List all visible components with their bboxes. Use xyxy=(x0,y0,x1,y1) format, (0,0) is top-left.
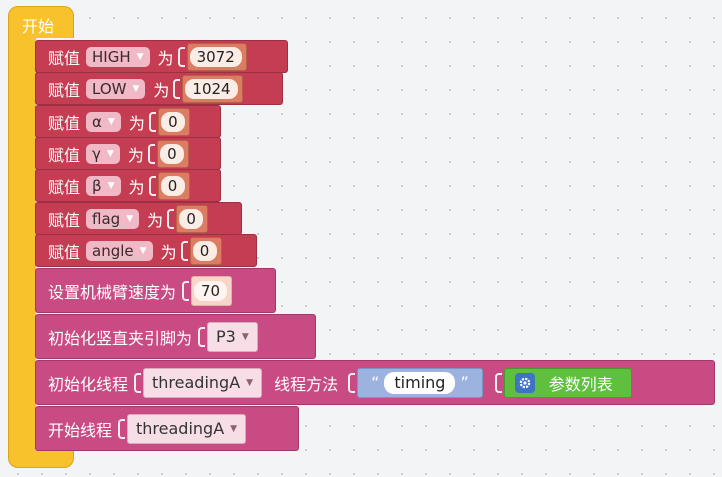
chevron-down-icon: ▼ xyxy=(107,180,115,191)
variable-dropdown-beta[interactable]: β▼ xyxy=(86,175,121,196)
chevron-down-icon: ▼ xyxy=(246,377,254,388)
assign-keyword: 赋值 xyxy=(48,210,81,230)
number-block[interactable]: 1024 xyxy=(182,74,243,103)
assign-op: 为 xyxy=(153,80,170,100)
variable-dropdown-flag[interactable]: flag▼ xyxy=(86,208,140,229)
thread-start-dropdown[interactable]: threadingA▼ xyxy=(127,413,247,444)
input-socket-icon xyxy=(134,372,142,393)
thread-start-label: 开始线程 xyxy=(48,420,113,440)
assign-block-angle[interactable]: 赋值 angle▼ 为 0 xyxy=(35,234,257,267)
chevron-down-icon: ▼ xyxy=(132,83,140,94)
number-block[interactable]: 0 xyxy=(157,171,190,200)
assign-op: 为 xyxy=(128,113,145,133)
param-list-label: 参数列表 xyxy=(548,374,613,394)
number-field-flag[interactable]: 0 xyxy=(179,208,204,229)
open-quote-icon: “ xyxy=(371,373,380,392)
arm-speed-block[interactable]: 设置机械臂速度为 70 xyxy=(35,268,276,313)
number-field-low[interactable]: 1024 xyxy=(185,78,238,99)
thread-init-label: 初始化线程 xyxy=(48,374,129,394)
number-field-alpha[interactable]: 0 xyxy=(160,111,185,132)
assign-op: 为 xyxy=(157,48,174,68)
start-label: 开始 xyxy=(22,17,55,36)
input-socket-icon xyxy=(173,78,181,99)
chevron-down-icon: ▼ xyxy=(139,245,147,256)
number-block[interactable]: 70 xyxy=(191,275,233,306)
number-block[interactable]: 0 xyxy=(156,139,189,168)
chevron-down-icon: ▼ xyxy=(136,51,144,62)
variable-dropdown-angle[interactable]: angle▼ xyxy=(86,240,153,261)
input-socket-icon xyxy=(494,372,502,393)
assign-op: 为 xyxy=(127,145,144,165)
number-field-beta[interactable]: 0 xyxy=(160,175,185,196)
input-socket-icon xyxy=(180,240,188,261)
arm-speed-label: 设置机械臂速度为 xyxy=(48,282,177,302)
variable-dropdown-alpha[interactable]: α▼ xyxy=(86,111,121,132)
assign-keyword: 赋值 xyxy=(48,242,81,262)
assign-block-gamma[interactable]: 赋值 γ▼ 为 0 xyxy=(35,137,221,170)
assign-block-alpha[interactable]: 赋值 α▼ 为 0 xyxy=(35,105,221,138)
thread-start-block[interactable]: 开始线程 threadingA▼ xyxy=(35,406,299,451)
assign-keyword: 赋值 xyxy=(48,80,81,100)
method-name-field[interactable]: timing xyxy=(384,371,456,394)
input-socket-icon xyxy=(198,326,206,347)
start-block-head[interactable]: 开始 xyxy=(8,6,74,38)
close-quote-icon: ” xyxy=(460,373,469,392)
input-socket-icon xyxy=(118,418,126,439)
assign-keyword: 赋值 xyxy=(48,113,81,133)
pin-dropdown[interactable]: P3▼ xyxy=(207,321,258,352)
assign-block-low[interactable]: 赋值 LOW▼ 为 1024 xyxy=(35,72,283,105)
thread-init-block[interactable]: 初始化线程 threadingA▼ 线程方法 “ timing ” 参数列表 xyxy=(35,360,715,405)
assign-block-high[interactable]: 赋值 HIGH▼ 为 3072 xyxy=(35,40,288,73)
string-block[interactable]: “ timing ” xyxy=(357,367,483,398)
chevron-down-icon: ▼ xyxy=(106,148,114,159)
assign-block-beta[interactable]: 赋值 β▼ 为 0 xyxy=(35,169,221,202)
gear-glyph xyxy=(519,377,531,388)
assign-op: 为 xyxy=(160,242,177,262)
arm-speed-field[interactable]: 70 xyxy=(194,280,228,301)
input-socket-icon xyxy=(148,175,156,196)
gear-icon[interactable] xyxy=(514,372,535,393)
start-block-spine xyxy=(8,37,36,446)
thread-method-label: 线程方法 xyxy=(274,374,339,394)
chevron-down-icon: ▼ xyxy=(107,116,115,127)
chevron-down-icon: ▼ xyxy=(230,423,238,434)
number-field-high[interactable]: 3072 xyxy=(189,46,242,67)
assign-op: 为 xyxy=(147,210,164,230)
chevron-down-icon: ▼ xyxy=(241,331,249,342)
input-socket-icon xyxy=(147,143,155,164)
variable-dropdown-gamma[interactable]: γ▼ xyxy=(86,143,120,164)
gripper-init-label: 初始化竖直夹引脚为 xyxy=(48,328,193,348)
thread-dropdown[interactable]: threadingA▼ xyxy=(143,367,263,398)
variable-dropdown-low[interactable]: LOW▼ xyxy=(86,78,146,99)
number-field-gamma[interactable]: 0 xyxy=(159,143,184,164)
number-block[interactable]: 0 xyxy=(176,204,209,233)
input-socket-icon xyxy=(348,372,356,393)
assign-keyword: 赋值 xyxy=(48,48,81,68)
input-socket-icon xyxy=(182,280,190,301)
assign-op: 为 xyxy=(128,177,145,197)
variable-dropdown-high[interactable]: HIGH▼ xyxy=(86,46,150,67)
assign-keyword: 赋值 xyxy=(48,145,81,165)
gripper-init-block[interactable]: 初始化竖直夹引脚为 P3▼ xyxy=(35,314,316,359)
chevron-down-icon: ▼ xyxy=(126,213,134,224)
number-field-angle[interactable]: 0 xyxy=(192,240,217,261)
number-block[interactable]: 0 xyxy=(189,236,222,265)
input-socket-icon xyxy=(167,208,175,229)
input-socket-icon xyxy=(148,111,156,132)
param-list-block[interactable]: 参数列表 xyxy=(503,367,632,398)
number-block[interactable]: 0 xyxy=(157,107,190,136)
assign-keyword: 赋值 xyxy=(48,177,81,197)
assign-block-flag[interactable]: 赋值 flag▼ 为 0 xyxy=(35,202,242,235)
number-block[interactable]: 3072 xyxy=(186,42,247,71)
input-socket-icon xyxy=(177,46,185,67)
